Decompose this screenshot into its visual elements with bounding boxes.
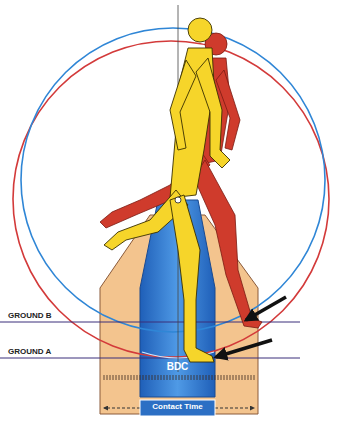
- tick: [245, 375, 246, 380]
- tick: [125, 375, 126, 380]
- tick: [239, 375, 240, 380]
- tick: [137, 375, 138, 380]
- tick: [203, 375, 204, 380]
- tick: [221, 375, 222, 380]
- bdc-label: BDC: [167, 362, 189, 372]
- tick: [206, 375, 207, 380]
- tick: [248, 375, 249, 380]
- tick: [107, 375, 108, 380]
- tick: [188, 375, 189, 380]
- ground-label: GROUND B: [8, 312, 52, 320]
- tick: [224, 375, 225, 380]
- tick: [146, 375, 147, 380]
- tick: [251, 375, 252, 380]
- tick: [134, 375, 135, 380]
- tick: [173, 375, 174, 380]
- tick: [170, 375, 171, 380]
- yellow-runner: [104, 18, 230, 362]
- contact-arrow-right: [215, 408, 254, 409]
- tick: [143, 375, 144, 380]
- red-circle: [13, 41, 329, 357]
- tick: [200, 375, 201, 380]
- tick: [149, 375, 150, 380]
- tick: [155, 375, 156, 380]
- tick: [122, 375, 123, 380]
- tick: [185, 375, 186, 380]
- contact-time-label: Contact Time: [152, 403, 203, 411]
- tick: [236, 375, 237, 380]
- tick: [242, 375, 243, 380]
- tick: [182, 375, 183, 380]
- tick: [212, 375, 213, 380]
- blue-circle: [21, 28, 325, 332]
- tick: [161, 375, 162, 380]
- tick: [254, 375, 255, 380]
- ground-a-arrow: [216, 340, 272, 357]
- tick: [191, 375, 192, 380]
- tick: [140, 375, 141, 380]
- tick: [176, 375, 177, 380]
- contact-arrow-left: [104, 408, 140, 409]
- tick: [209, 375, 210, 380]
- tick: [110, 375, 111, 380]
- tick: [128, 375, 129, 380]
- tick: [227, 375, 228, 380]
- ground-a-line: [0, 358, 300, 359]
- tick: [233, 375, 234, 380]
- red-runner: [100, 33, 262, 328]
- tick: [230, 375, 231, 380]
- tick: [152, 375, 153, 380]
- tick: [158, 375, 159, 380]
- tick: [164, 375, 165, 380]
- tick: [104, 375, 105, 380]
- tick: [116, 375, 117, 380]
- tick: [215, 375, 216, 380]
- ground-label: GROUND A: [8, 348, 51, 356]
- contact-time-box: [140, 400, 215, 416]
- tick: [194, 375, 195, 380]
- tick: [167, 375, 168, 380]
- tick: [131, 375, 132, 380]
- ground-b-arrow: [246, 297, 286, 320]
- tick: [218, 375, 219, 380]
- tick-marks: [104, 375, 254, 380]
- tick: [113, 375, 114, 380]
- tick: [179, 375, 180, 380]
- tick: [197, 375, 198, 380]
- tick: [119, 375, 120, 380]
